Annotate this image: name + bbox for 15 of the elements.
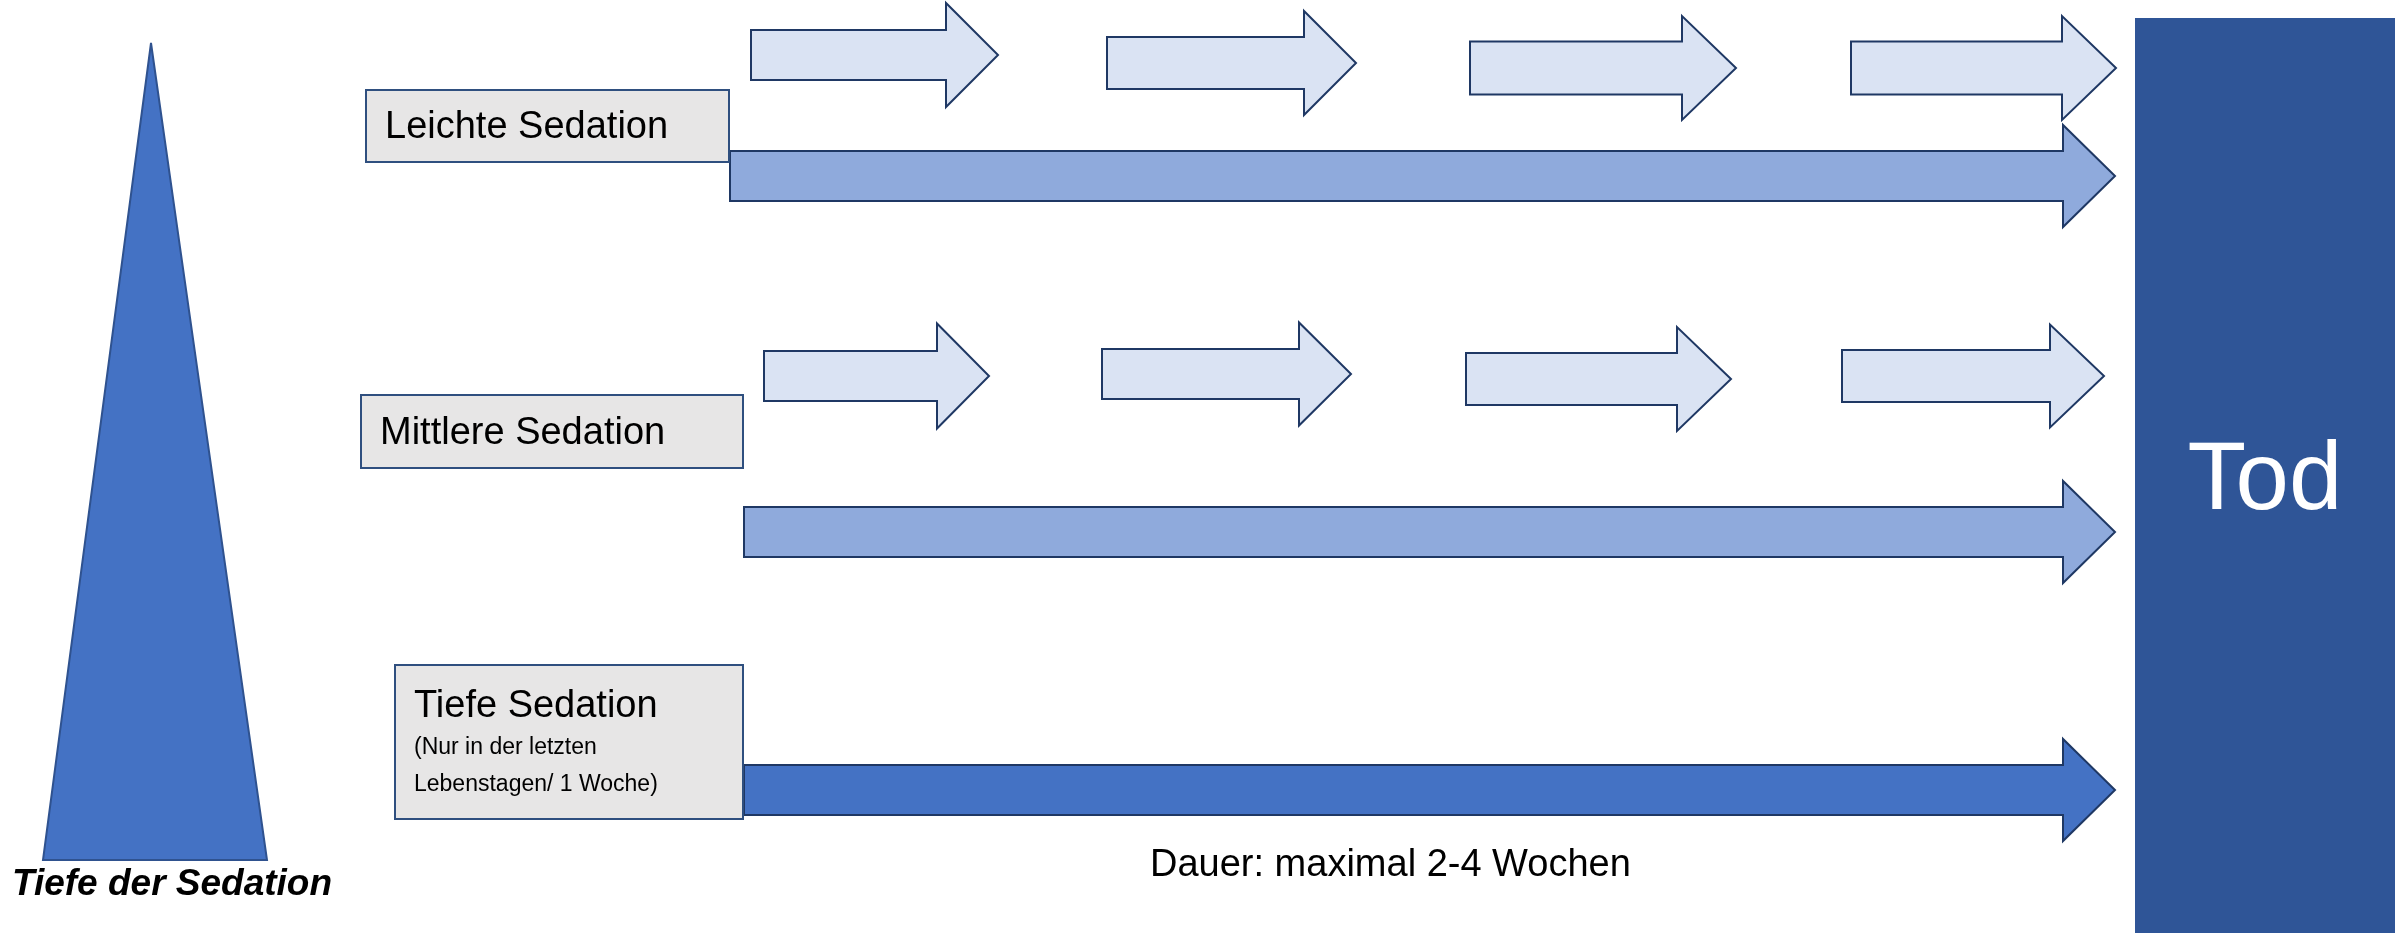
level-note: (Nur in der letzten Lebenstagen/ 1 Woche) xyxy=(414,732,659,798)
block-arrow xyxy=(743,736,2117,844)
sedation-level-box xyxy=(360,394,744,469)
sedation-level-box xyxy=(394,664,744,820)
level-title: Tiefe Sedation xyxy=(414,682,659,728)
level-title: Leichte Sedation xyxy=(385,103,670,149)
block-arrow xyxy=(729,122,2117,230)
depth-triangle xyxy=(41,42,269,861)
level-title: Mittlere Sedation xyxy=(380,408,667,454)
death-bar xyxy=(2135,18,2395,933)
duration-note: Dauer: maximal 2-4 Wochen xyxy=(1150,842,1631,885)
block-arrow xyxy=(743,478,2117,586)
sedation-level-box xyxy=(365,89,730,163)
death-label: Tod xyxy=(2187,420,2343,531)
triangle-caption: Tiefe der Sedation xyxy=(11,862,334,904)
